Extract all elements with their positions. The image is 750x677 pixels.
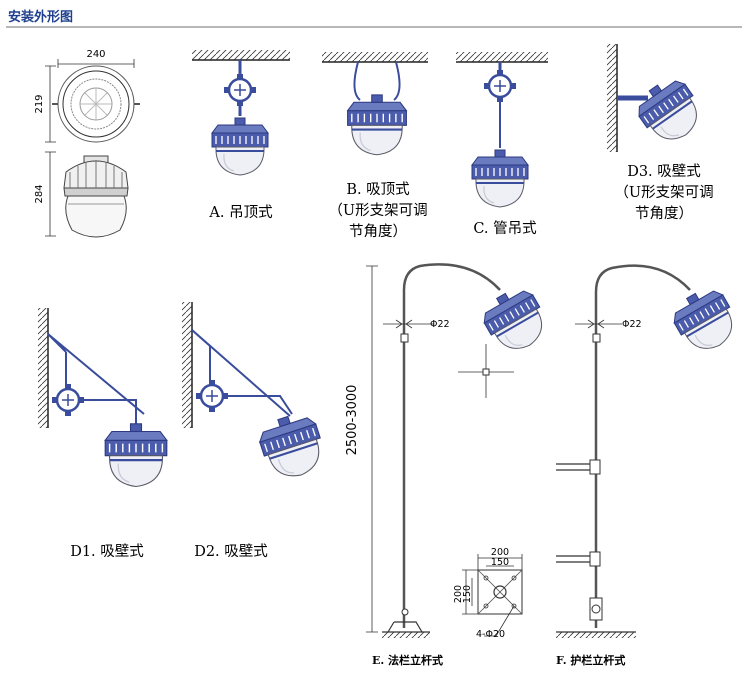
dim-base-width-inner: 150 bbox=[491, 557, 509, 568]
mount-e-drawing bbox=[366, 263, 555, 638]
mount-d2-drawing bbox=[182, 302, 331, 486]
dim-base-height-inner: 150 bbox=[462, 585, 473, 603]
mount-c-drawing bbox=[456, 52, 548, 208]
dim-top-height: 219 bbox=[34, 94, 45, 113]
label-e: E. 法栏立杆式 bbox=[372, 654, 444, 667]
label-d3: D3. 吸壁式 （U形支架可调 节角度） bbox=[614, 164, 714, 222]
top-view-drawing bbox=[45, 59, 140, 143]
base-plate-drawing bbox=[462, 554, 523, 637]
label-d1: D1. 吸壁式 bbox=[70, 544, 144, 560]
label-a: A. 吊顶式 bbox=[209, 205, 273, 221]
label-c: C. 管吊式 bbox=[473, 221, 537, 237]
mount-d1-drawing bbox=[38, 308, 168, 488]
label-d2: D2. 吸壁式 bbox=[194, 544, 268, 560]
mount-a-drawing bbox=[192, 50, 290, 176]
mount-f-drawing bbox=[556, 264, 745, 638]
side-view-drawing bbox=[45, 151, 129, 238]
label-f: F. 护栏立杆式 bbox=[556, 654, 626, 667]
dim-top-width: 240 bbox=[86, 49, 105, 60]
dim-base-width: 200 bbox=[491, 547, 509, 558]
mount-b-drawing bbox=[322, 52, 428, 156]
mount-d3-drawing bbox=[607, 44, 711, 152]
page-title: 安装外形图 bbox=[8, 10, 74, 25]
label-b: B. 吸顶式 （U形支架可调 节角度） bbox=[328, 182, 428, 240]
dim-base-height: 200 bbox=[453, 585, 464, 603]
dim-pole-height: 2500-3000 bbox=[345, 385, 360, 456]
dim-pipe-dia-e: Φ22 bbox=[430, 319, 450, 330]
title-underline bbox=[6, 26, 742, 28]
dim-holes: 4-Φ20 bbox=[476, 629, 505, 640]
dim-pipe-dia-f: Φ22 bbox=[622, 319, 642, 330]
dim-side-height: 284 bbox=[34, 184, 45, 203]
